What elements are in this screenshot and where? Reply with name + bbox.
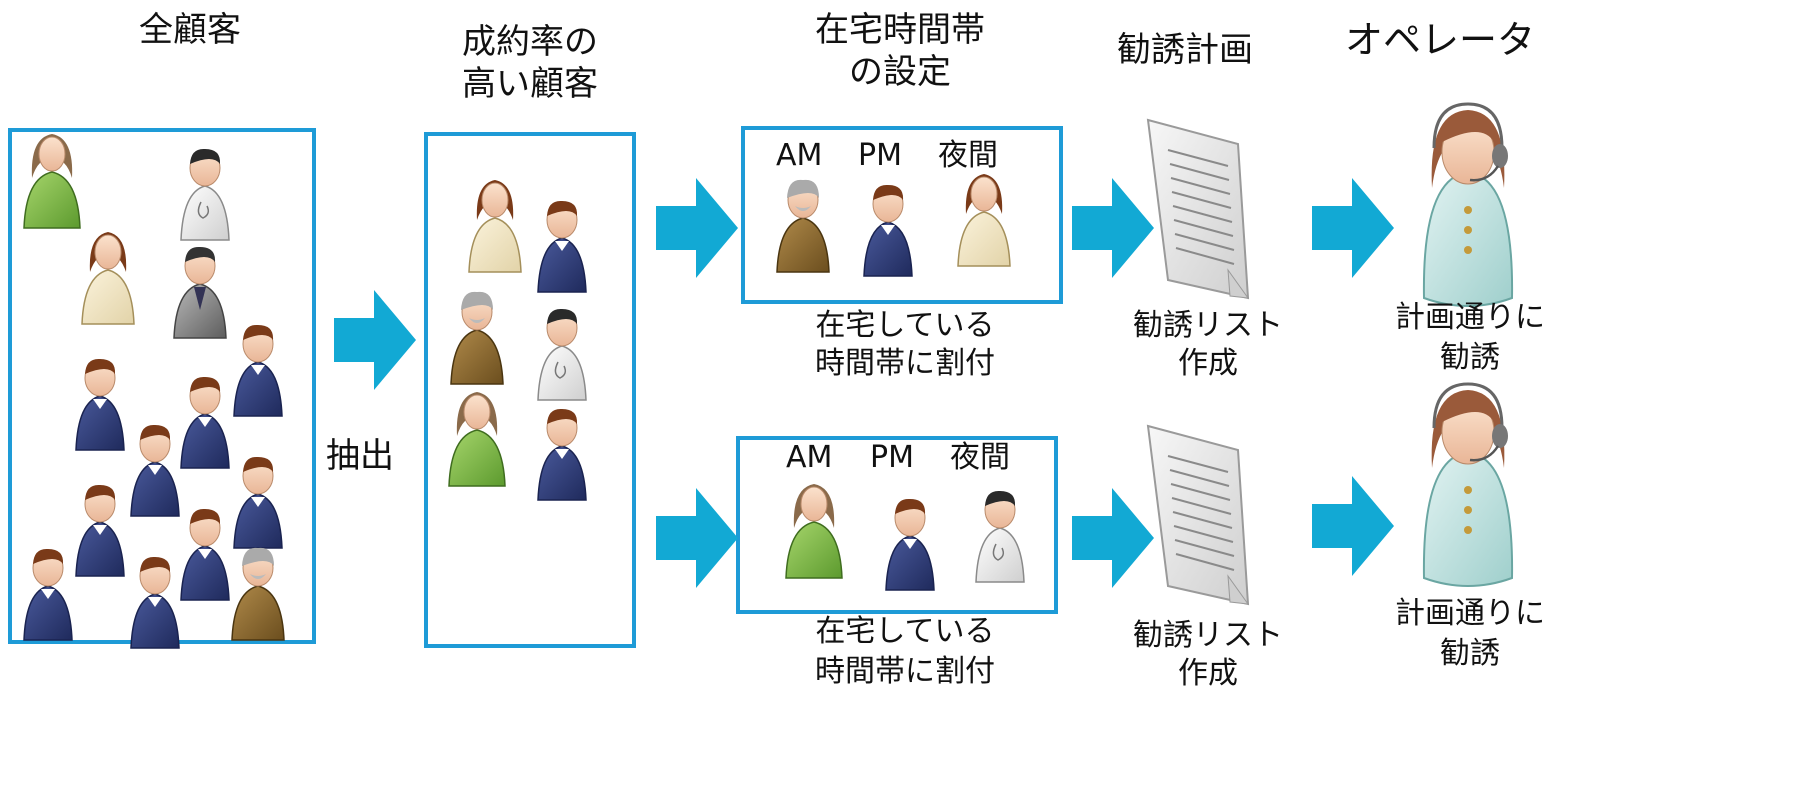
slot-caption-line2: 時間帯に割付 [815,654,995,689]
slot-2-people [785,483,1025,591]
stage-title-time-slot-line2: の設定 [849,52,951,92]
slot-am-label: AM [776,138,823,173]
slot-caption-line1: 在宅している [815,308,995,343]
document-icon [1147,425,1249,605]
arrow-to-operator-1 [1312,178,1394,278]
stage-title-time-slot-line1: 在宅時間帯 [815,10,985,50]
slot-night-label: 夜間 [950,440,1010,475]
arrow-to-slot-2 [656,488,738,588]
all-customers-people [23,133,285,649]
stage-title-high-rate-line1: 成約率の [462,22,598,62]
extract-arrow [334,290,416,390]
document-icon [1147,119,1249,299]
operator-icon [1422,382,1514,588]
operator-caption-line1: 計画通りに [1395,300,1545,335]
slot-pm-label: PM [870,440,914,475]
stage-title-plan: 勧誘計画 [1117,30,1253,70]
arrow-to-plan-1 [1072,178,1154,278]
slot-1-people [776,173,1011,277]
stage-title-all-customers: 全顧客 [139,10,241,50]
stage-title-operator: オペレータ [1344,18,1535,62]
list-caption-line1: 勧誘リスト [1133,308,1283,343]
arrow-to-slot-1 [656,178,738,278]
operator-icon [1422,102,1514,308]
stage-title-high-rate-line2: 高い顧客 [462,64,598,104]
list-caption-line2: 作成 [1178,656,1238,691]
slot-pm-label: PM [858,138,902,173]
list-caption-line2: 作成 [1178,346,1238,381]
arrow-to-operator-2 [1312,476,1394,576]
slot-caption-line1: 在宅している [815,614,995,649]
high-rate-people [448,179,587,501]
slot-caption-line2: 時間帯に割付 [815,346,995,381]
list-caption-line1: 勧誘リスト [1133,618,1283,653]
operator-caption-line2: 勧誘 [1440,636,1500,671]
slot-night-label: 夜間 [938,138,998,173]
arrow-to-plan-2 [1072,488,1154,588]
operator-caption-line1: 計画通りに [1395,596,1545,631]
high-rate-customers-box [424,132,636,648]
extract-label: 抽出 [326,436,394,476]
slot-am-label: AM [786,440,833,475]
operator-caption-line2: 勧誘 [1440,340,1500,375]
